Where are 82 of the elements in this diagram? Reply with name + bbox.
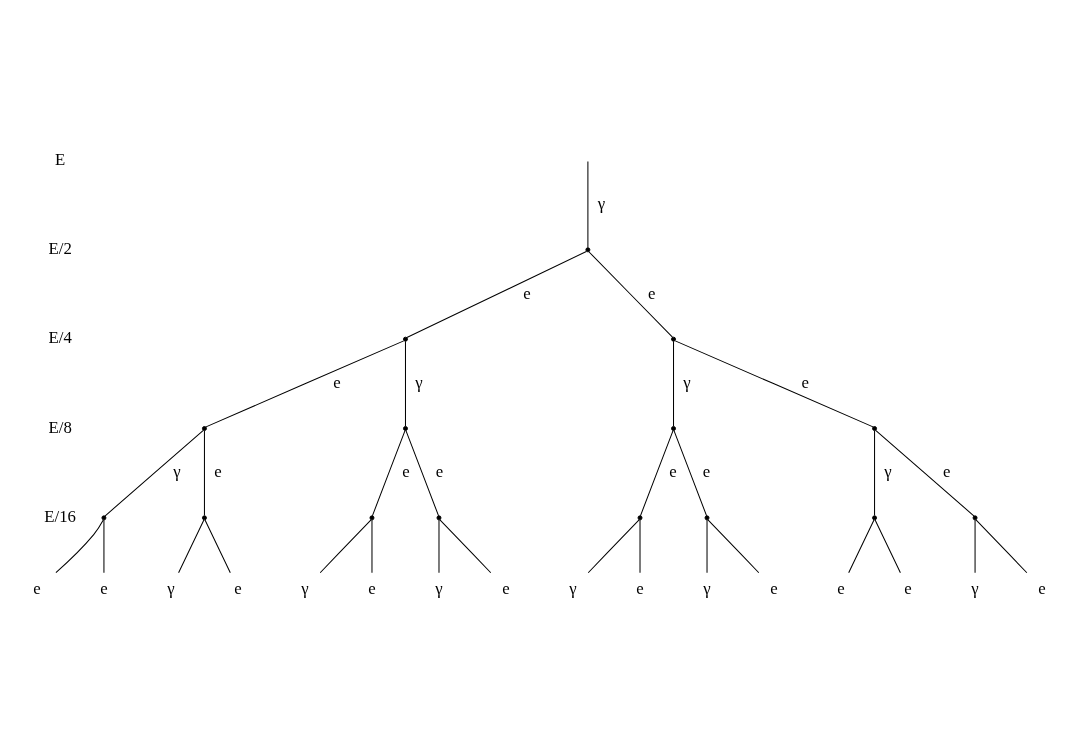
edge-label: γ xyxy=(597,193,606,213)
connector xyxy=(405,429,440,516)
connector xyxy=(706,519,708,573)
edge-label: γ xyxy=(683,372,691,392)
connector xyxy=(875,429,975,517)
connector xyxy=(673,429,708,516)
connector xyxy=(103,519,105,573)
connector xyxy=(371,429,406,516)
node-text: γ xyxy=(301,578,309,598)
node-text: γ xyxy=(703,578,711,598)
edge-label: e xyxy=(801,372,809,392)
node-text: e xyxy=(837,578,845,598)
edge-label: γ xyxy=(415,372,423,392)
edge-label: e xyxy=(435,461,444,481)
node-point xyxy=(101,514,107,520)
node-point xyxy=(637,514,643,520)
edge-label: e xyxy=(942,461,951,481)
label: E xyxy=(55,149,66,169)
node-text: e xyxy=(904,578,912,598)
edge-label: γ xyxy=(884,461,892,481)
node-text: γ xyxy=(167,578,175,598)
connector xyxy=(588,250,673,338)
edge-label: e xyxy=(523,283,531,303)
connector xyxy=(707,518,760,573)
label: E/8 xyxy=(48,417,72,437)
connector xyxy=(178,519,205,573)
node-text: e xyxy=(502,578,510,598)
connector xyxy=(406,250,587,338)
edge-label: γ xyxy=(173,461,181,481)
node-text: γ xyxy=(569,578,577,598)
edge-label: e xyxy=(647,283,656,303)
connector xyxy=(975,518,1028,573)
node-point xyxy=(436,514,442,520)
node-text: γ xyxy=(435,578,443,598)
connector xyxy=(587,160,589,248)
edge-label: e xyxy=(214,461,222,481)
node-point xyxy=(872,425,878,431)
label: E/2 xyxy=(48,238,72,258)
connector xyxy=(55,519,104,573)
node-point xyxy=(201,425,207,431)
connector xyxy=(587,518,640,573)
node-text: e xyxy=(33,578,41,598)
edge-label: e xyxy=(669,461,677,481)
node-point xyxy=(671,336,676,342)
node-point xyxy=(403,425,408,431)
node-point xyxy=(704,514,710,520)
node-point xyxy=(369,514,375,520)
node-text: e xyxy=(368,578,376,598)
connector xyxy=(674,339,874,427)
connector xyxy=(104,429,204,517)
connector xyxy=(439,518,492,573)
connector xyxy=(203,429,205,516)
label: E/16 xyxy=(44,506,77,526)
edge-label: e xyxy=(333,372,341,392)
connector xyxy=(371,519,373,573)
connector xyxy=(874,429,876,516)
node-text: e xyxy=(234,578,242,598)
connector xyxy=(639,429,674,516)
node-text: e xyxy=(636,578,644,598)
node-point xyxy=(403,336,408,342)
connector xyxy=(673,340,675,427)
connector xyxy=(974,519,976,573)
node-point xyxy=(671,425,676,431)
connector xyxy=(205,339,405,427)
node-point xyxy=(872,514,878,520)
node-text: γ xyxy=(971,578,979,598)
connector xyxy=(639,519,641,573)
connector xyxy=(204,519,231,573)
node-text: e xyxy=(770,578,778,598)
node-text: e xyxy=(100,578,108,598)
connector xyxy=(874,519,901,573)
node-point xyxy=(201,514,207,520)
connector xyxy=(848,519,875,573)
connector xyxy=(404,340,406,427)
node-point xyxy=(972,514,978,520)
label: E/4 xyxy=(48,327,72,347)
connector xyxy=(438,519,440,573)
edge-label: e xyxy=(402,461,410,481)
node-point xyxy=(585,246,591,252)
connector xyxy=(319,518,372,573)
node-text: e xyxy=(1038,578,1046,598)
edge-label: e xyxy=(702,461,711,481)
